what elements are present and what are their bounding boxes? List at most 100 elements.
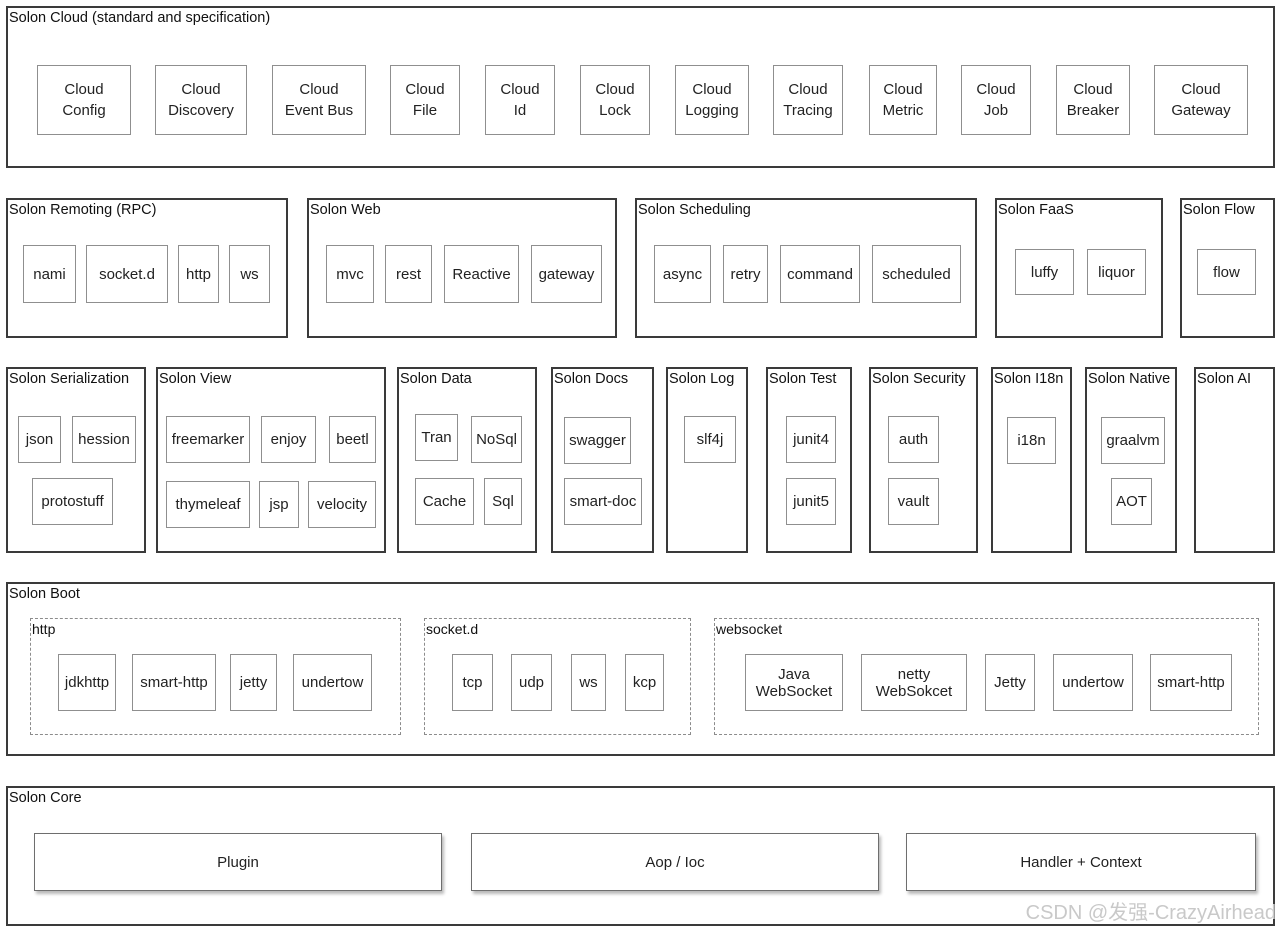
module-protostuff: protostuff	[32, 478, 113, 525]
module-udp: udp	[511, 654, 552, 711]
module-slf4j: slf4j	[684, 416, 736, 463]
module-cloud-breaker: Cloud Breaker	[1056, 65, 1130, 135]
subgroup-title: http	[32, 621, 56, 637]
module-swagger: swagger	[564, 417, 631, 464]
group-solon-native: Solon Native graalvm AOT	[1085, 367, 1177, 553]
module-cache: Cache	[415, 478, 474, 525]
module-smart-http-websocket: smart-http	[1150, 654, 1232, 711]
module-nami: nami	[23, 245, 76, 303]
group-title: Solon Core	[9, 790, 82, 806]
group-solon-serialization: Solon Serialization json hession protost…	[6, 367, 146, 553]
group-solon-web: Solon Web mvc rest Reactive gateway	[307, 198, 617, 338]
group-title: Solon Flow	[1183, 202, 1255, 218]
module-reactive: Reactive	[444, 245, 519, 303]
module-cloud-id: Cloud Id	[485, 65, 555, 135]
module-aot: AOT	[1111, 478, 1152, 525]
module-undertow-websocket: undertow	[1053, 654, 1133, 711]
group-title: Solon Security	[872, 371, 966, 387]
module-rest: rest	[385, 245, 432, 303]
module-nosql: NoSql	[471, 416, 522, 463]
group-solon-core: Solon Core Plugin Aop / Ioc Handler + Co…	[6, 786, 1275, 926]
module-kcp: kcp	[625, 654, 664, 711]
subgroup-websocket: websocket Java WebSocket netty WebSokcet…	[714, 618, 1259, 735]
module-java-websocket: Java WebSocket	[745, 654, 843, 711]
module-cloud-logging: Cloud Logging	[675, 65, 749, 135]
group-solon-faas: Solon FaaS luffy liquor	[995, 198, 1163, 338]
module-cloud-gateway: Cloud Gateway	[1154, 65, 1248, 135]
module-smart-http: smart-http	[132, 654, 216, 711]
module-beetl: beetl	[329, 416, 376, 463]
module-json: json	[18, 416, 61, 463]
group-solon-docs: Solon Docs swagger smart-doc	[551, 367, 654, 553]
group-title: Solon Native	[1088, 371, 1171, 387]
group-title: Solon View	[159, 371, 232, 387]
group-title: Solon Test	[769, 371, 837, 387]
group-title: Solon Docs	[554, 371, 629, 387]
group-title: Solon Serialization	[9, 371, 130, 387]
module-graalvm: graalvm	[1101, 417, 1165, 464]
module-cloud-config: Cloud Config	[37, 65, 131, 135]
module-thymeleaf: thymeleaf	[166, 481, 250, 528]
module-command: command	[780, 245, 860, 303]
module-tcp: tcp	[452, 654, 493, 711]
group-solon-remoting: Solon Remoting (RPC) nami socket.d http …	[6, 198, 288, 338]
module-liquor: liquor	[1087, 249, 1146, 295]
module-sql: Sql	[484, 478, 522, 525]
group-title: Solon I18n	[994, 371, 1064, 387]
module-undertow: undertow	[293, 654, 372, 711]
group-title: Solon Log	[669, 371, 735, 387]
module-hession: hession	[72, 416, 136, 463]
group-solon-data: Solon Data Tran NoSql Cache Sql	[397, 367, 537, 553]
group-solon-ai: Solon AI	[1194, 367, 1275, 553]
group-title: Solon Web	[310, 202, 381, 218]
module-netty-websokcet: netty WebSokcet	[861, 654, 967, 711]
module-scheduled: scheduled	[872, 245, 961, 303]
module-async: async	[654, 245, 711, 303]
module-tran: Tran	[415, 414, 458, 461]
module-cloud-event-bus: Cloud Event Bus	[272, 65, 366, 135]
module-jdkhttp: jdkhttp	[58, 654, 116, 711]
module-cloud-tracing: Cloud Tracing	[773, 65, 843, 135]
module-ws-boot: ws	[571, 654, 606, 711]
module-jetty-websocket: Jetty	[985, 654, 1035, 711]
module-cloud-discovery: Cloud Discovery	[155, 65, 247, 135]
module-junit5: junit5	[786, 478, 836, 525]
module-i18n: i18n	[1007, 417, 1056, 464]
module-plugin: Plugin	[34, 833, 442, 891]
module-smart-doc: smart-doc	[564, 478, 642, 525]
module-freemarker: freemarker	[166, 416, 250, 463]
group-solon-log: Solon Log slf4j	[666, 367, 748, 553]
module-cloud-metric: Cloud Metric	[869, 65, 937, 135]
watermark-text: CSDN @发强-CrazyAirhead	[1025, 902, 1276, 924]
group-title: Solon Data	[400, 371, 472, 387]
group-title: Solon FaaS	[998, 202, 1074, 218]
group-solon-boot: Solon Boot http jdkhttp smart-http jetty…	[6, 582, 1275, 756]
group-solon-cloud: Solon Cloud (standard and specification)…	[6, 6, 1275, 168]
group-title: Solon Scheduling	[638, 202, 751, 218]
module-cloud-lock: Cloud Lock	[580, 65, 650, 135]
module-velocity: velocity	[308, 481, 376, 528]
group-solon-security: Solon Security auth vault	[869, 367, 978, 553]
subgroup-title: websocket	[716, 621, 783, 637]
module-junit4: junit4	[786, 416, 836, 463]
module-cloud-file: Cloud File	[390, 65, 460, 135]
module-socket-d: socket.d	[86, 245, 168, 303]
module-handler-context: Handler + Context	[906, 833, 1256, 891]
module-mvc: mvc	[326, 245, 374, 303]
module-vault: vault	[888, 478, 939, 525]
module-jsp: jsp	[259, 481, 299, 528]
module-luffy: luffy	[1015, 249, 1074, 295]
module-auth: auth	[888, 416, 939, 463]
subgroup-http: http jdkhttp smart-http jetty undertow	[30, 618, 401, 735]
module-gateway: gateway	[531, 245, 602, 303]
group-title: Solon AI	[1197, 371, 1252, 387]
module-retry: retry	[723, 245, 768, 303]
module-http: http	[178, 245, 219, 303]
group-solon-test: Solon Test junit4 junit5	[766, 367, 852, 553]
subgroup-title: socket.d	[426, 621, 479, 637]
module-ws: ws	[229, 245, 270, 303]
module-jetty: jetty	[230, 654, 277, 711]
group-solon-i18n: Solon I18n i18n	[991, 367, 1072, 553]
module-aop-ioc: Aop / Ioc	[471, 833, 879, 891]
module-cloud-job: Cloud Job	[961, 65, 1031, 135]
